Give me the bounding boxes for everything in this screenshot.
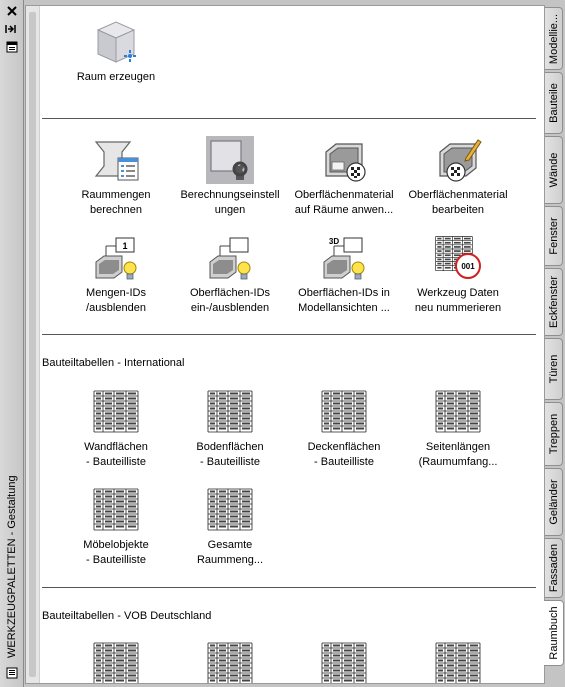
palette-title-strip: WERKZEUGPALETTEN - Gestaltung bbox=[0, 0, 24, 687]
palette-tabs: Modellie... Bauteile Wände Fenster Eckfe… bbox=[544, 5, 565, 687]
tab-fenster[interactable]: Fenster bbox=[545, 206, 563, 266]
schedule-table-icon bbox=[206, 486, 254, 534]
tool-vob-table-4[interactable] bbox=[398, 640, 518, 684]
tool-label: Mengen-IDs /ausblenden bbox=[86, 287, 146, 314]
schedule-table-icon bbox=[434, 388, 482, 436]
tool-palette-panel: Raum erzeugen Raummengen berechnen Berec… bbox=[25, 5, 545, 684]
tab-label: Modellie... bbox=[547, 13, 560, 64]
scrollbar-thumb[interactable] bbox=[29, 12, 36, 677]
tool-label: Oberflächenmaterial bearbeiten bbox=[408, 189, 508, 216]
tool-oberflaechenmaterial-bearbeiten[interactable]: Oberflächenmaterial bearbeiten bbox=[398, 136, 518, 218]
tool-label: Möbelobjekte - Bauteilliste bbox=[83, 539, 149, 566]
tool-label: Deckenflächen - Bauteilliste bbox=[307, 441, 381, 468]
surface-ids-3d-icon: 3D bbox=[320, 237, 368, 282]
schedule-table-icon bbox=[92, 640, 140, 684]
tab-label: Fenster bbox=[547, 217, 560, 255]
tab-waende[interactable]: Wände bbox=[545, 136, 563, 204]
tab-treppen[interactable]: Treppen bbox=[545, 402, 563, 466]
tab-label: Treppen bbox=[547, 413, 560, 455]
tab-fassaden[interactable]: Fassaden bbox=[545, 538, 563, 598]
tool-label: Raum erzeugen bbox=[76, 71, 156, 83]
tool-mengen-ids[interactable]: 1 Mengen-IDs /ausblenden bbox=[56, 234, 176, 316]
palette-title: WERKZEUGPALETTEN - Gestaltung bbox=[6, 475, 18, 658]
tab-raumbuch[interactable]: Raumbuch bbox=[544, 600, 564, 666]
close-button[interactable] bbox=[4, 4, 20, 18]
tool-vob-table-1[interactable] bbox=[56, 640, 176, 684]
tool-daten-neu-nummerieren[interactable]: 001 Werkzeug Daten neu nummerieren bbox=[398, 234, 518, 316]
schedule-table-icon bbox=[206, 388, 254, 436]
section-heading: Bauteiltabellen - International bbox=[42, 357, 185, 369]
calculation-settings-icon bbox=[206, 136, 254, 184]
close-icon bbox=[7, 6, 17, 16]
schedule-table-icon bbox=[92, 486, 140, 534]
tool-berechnungseinstellungen[interactable]: Berechnungseinstell ungen bbox=[170, 136, 290, 218]
section-separator bbox=[42, 334, 536, 335]
renumber-data-icon: 001 bbox=[434, 234, 482, 282]
section-heading: Bauteiltabellen - VOB Deutschland bbox=[42, 610, 212, 622]
tool-label: Wandflächen - Bauteilliste bbox=[84, 441, 148, 468]
auto-hide-button[interactable] bbox=[4, 22, 20, 36]
tab-bauteile[interactable]: Bauteile bbox=[545, 72, 563, 134]
tool-label: Gesamte Raummeng... bbox=[196, 539, 264, 566]
auto-hide-icon bbox=[5, 25, 16, 33]
tool-vob-table-3[interactable] bbox=[284, 640, 404, 684]
properties-button[interactable] bbox=[4, 40, 20, 54]
space-cube-icon bbox=[92, 18, 140, 66]
tool-vob-table-2[interactable] bbox=[170, 640, 290, 684]
section-separator bbox=[42, 118, 536, 119]
id-badge: 1 bbox=[122, 241, 127, 251]
palette-properties-button[interactable] bbox=[4, 666, 20, 680]
tool-label: Seitenlängen (Raumumfang... bbox=[418, 441, 498, 468]
tab-label: Raumbuch bbox=[547, 606, 560, 660]
tab-label: Türen bbox=[547, 354, 560, 384]
tab-label: Bauteile bbox=[547, 83, 560, 123]
tool-oberflaechen-ids[interactable]: Oberflächen-IDs ein-/ausblenden bbox=[170, 234, 290, 316]
space-calculation-icon bbox=[92, 136, 140, 184]
tool-label: Werkzeug Daten neu nummerieren bbox=[414, 287, 502, 314]
tool-raummengen-berechnen[interactable]: Raummengen berechnen bbox=[56, 136, 176, 218]
tool-oberflaechenmaterial-anwenden[interactable]: Oberflächenmaterial auf Räume anwen... bbox=[284, 136, 404, 218]
schedule-table-icon bbox=[434, 640, 482, 684]
schedule-table-icon bbox=[320, 640, 368, 684]
tool-label: Bodenflächen - Bauteilliste bbox=[196, 441, 264, 468]
tool-label: Berechnungseinstell ungen bbox=[180, 189, 280, 216]
tab-label: Geländer bbox=[547, 479, 560, 525]
tab-label: Fassaden bbox=[547, 543, 560, 593]
section-separator bbox=[42, 587, 536, 588]
tab-label: Wände bbox=[547, 152, 560, 188]
scrollbar[interactable] bbox=[26, 6, 40, 683]
properties-menu-icon bbox=[6, 41, 18, 53]
tool-label: Oberflächen-IDs in Modellansichten ... bbox=[298, 287, 390, 314]
tool-wandflaechen-bauteilliste[interactable]: Wandflächen - Bauteilliste bbox=[56, 388, 176, 470]
tool-raum-erzeugen[interactable]: Raum erzeugen bbox=[56, 18, 176, 85]
schedule-table-icon bbox=[320, 388, 368, 436]
tab-gelaender[interactable]: Geländer bbox=[545, 468, 563, 536]
schedule-table-icon bbox=[92, 388, 140, 436]
tool-bodenflaechen-bauteilliste[interactable]: Bodenflächen - Bauteilliste bbox=[170, 388, 290, 470]
tool-seitenlaengen[interactable]: Seitenlängen (Raumumfang... bbox=[398, 388, 518, 470]
palette-icon bbox=[6, 667, 18, 679]
tool-label: Oberflächen-IDs ein-/ausblenden bbox=[189, 287, 271, 314]
number-badge: 001 bbox=[461, 262, 475, 271]
schedule-table-icon bbox=[206, 640, 254, 684]
apply-surface-material-icon bbox=[320, 136, 368, 184]
3d-badge: 3D bbox=[329, 237, 339, 246]
surface-ids-icon bbox=[206, 234, 254, 282]
edit-surface-material-icon bbox=[434, 136, 482, 184]
tool-deckenflaechen-bauteilliste[interactable]: Deckenflächen - Bauteilliste bbox=[284, 388, 404, 470]
tool-gesamte-raummengen[interactable]: Gesamte Raummeng... bbox=[170, 486, 290, 568]
tool-label: Oberflächenmaterial auf Räume anwen... bbox=[294, 189, 394, 216]
tool-moebelobjekte-bauteilliste[interactable]: Möbelobjekte - Bauteilliste bbox=[56, 486, 176, 568]
tab-eckfenster[interactable]: Eckfenster bbox=[545, 268, 563, 336]
tab-modellieren[interactable]: Modellie... bbox=[545, 7, 563, 70]
palette-content: Raum erzeugen Raummengen berechnen Berec… bbox=[40, 6, 544, 683]
tab-label: Eckfenster bbox=[547, 276, 560, 328]
tab-tueren[interactable]: Türen bbox=[545, 338, 563, 400]
tool-label: Raummengen berechnen bbox=[81, 189, 151, 216]
quantity-ids-icon: 1 bbox=[92, 234, 140, 282]
tool-oberflaechen-ids-modellansichten[interactable]: 3D Oberflächen-IDs in Modellansichten ..… bbox=[284, 234, 404, 316]
